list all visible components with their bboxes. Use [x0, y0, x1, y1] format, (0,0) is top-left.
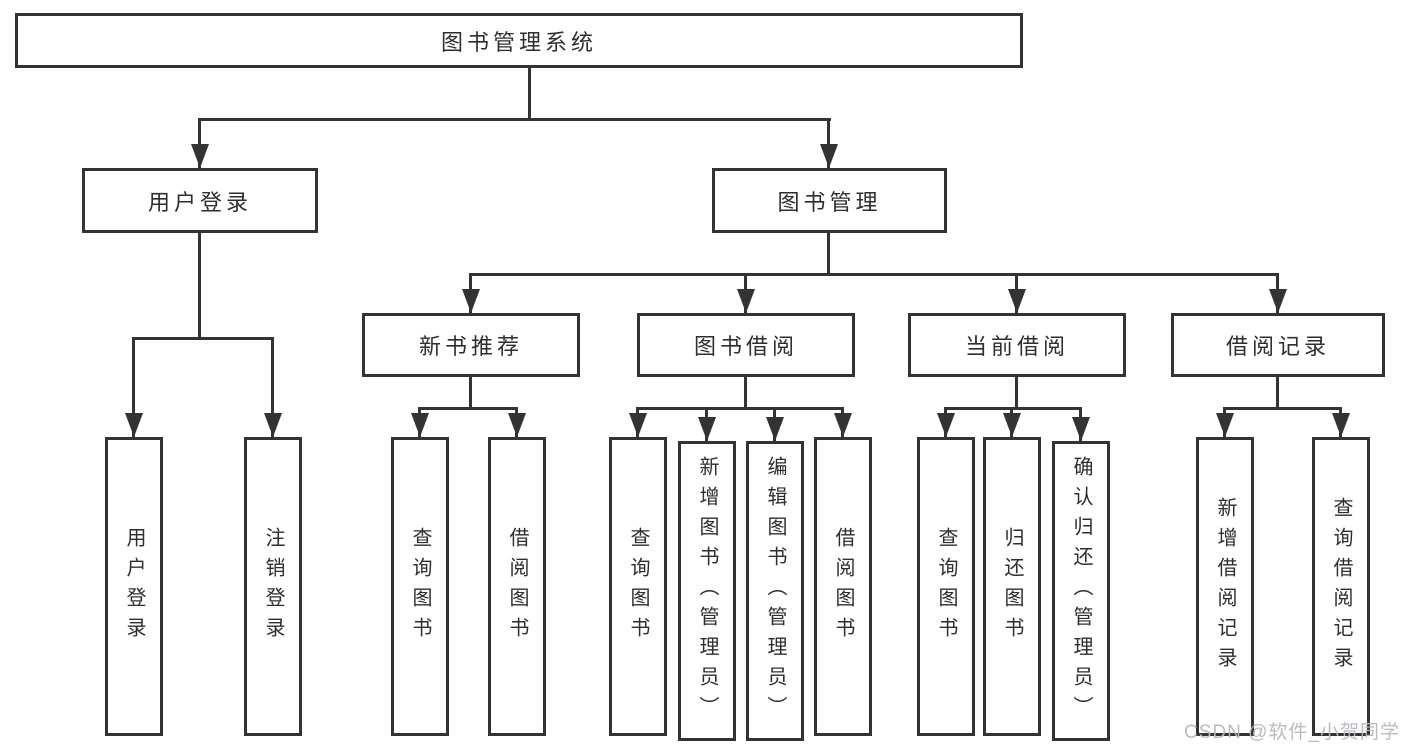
arrowhead-icon — [508, 413, 526, 437]
leaf-borrow-books-recommend-label: 借阅图书 — [506, 526, 528, 647]
connector-borrow-records-branch — [1223, 407, 1342, 410]
node-book-management: 图书管理 — [712, 168, 947, 233]
leaf-borrow-books-borrow: 借阅图书 — [814, 437, 872, 736]
leaf-borrow-books-borrow-label: 借阅图书 — [832, 526, 854, 647]
connector-user-login-trunk — [198, 233, 201, 340]
node-book-borrow-label: 图书借阅 — [693, 334, 798, 359]
arrowhead-icon — [834, 413, 852, 437]
connector-leg-book-management — [827, 118, 830, 169]
arrowhead-icon — [411, 413, 429, 437]
connector-leg-user-login — [198, 118, 201, 169]
leaf-query-books-current: 查询图书 — [917, 437, 975, 736]
leaf-logout-label: 注销登录 — [262, 526, 284, 647]
leaf-query-books-recommend-label: 查询图书 — [409, 526, 431, 647]
node-new-book-recommend-label: 新书推荐 — [418, 334, 523, 359]
arrowhead-icon — [1216, 413, 1234, 437]
leaf-add-borrow-record: 新增借阅记录 — [1196, 437, 1254, 736]
leaf-query-borrow-record-label: 查询借阅记录 — [1330, 496, 1352, 677]
node-root-label: 图书管理系统 — [440, 29, 597, 55]
connector-current-borrow-branch — [944, 407, 1082, 410]
leaf-user-login-label: 用户登录 — [123, 526, 145, 647]
arrowhead-icon — [937, 413, 955, 437]
connector-level3-branch — [469, 273, 1279, 276]
leaf-confirm-return-admin: 确认归还（管理员） — [1052, 441, 1110, 741]
leaf-return-book-label: 归还图书 — [1001, 526, 1023, 647]
leaf-return-book: 归还图书 — [983, 437, 1041, 736]
leaf-query-books-current-label: 查询图书 — [935, 526, 957, 647]
arrowhead-icon — [820, 144, 838, 168]
leaf-borrow-books-recommend: 借阅图书 — [488, 437, 546, 736]
arrowhead-icon — [766, 417, 784, 441]
arrowhead-icon — [191, 144, 209, 168]
node-borrow-records-label: 借阅记录 — [1225, 334, 1330, 359]
node-user-login: 用户登录 — [82, 168, 318, 233]
arrowhead-icon — [1332, 413, 1350, 437]
leaf-query-books-borrow: 查询图书 — [609, 437, 667, 736]
connector-book-borrow-branch — [636, 407, 844, 410]
leaf-confirm-return-admin-label: 确认归还（管理员） — [1070, 456, 1092, 726]
connector-new-book-recommend-branch — [418, 407, 518, 410]
connector-current-borrow-trunk — [1015, 377, 1018, 410]
leaf-logout: 注销登录 — [244, 437, 302, 736]
connector-borrow-records-trunk — [1276, 377, 1279, 410]
node-new-book-recommend: 新书推荐 — [362, 313, 580, 377]
node-current-borrow: 当前借阅 — [908, 313, 1126, 377]
node-book-management-label: 图书管理 — [777, 189, 882, 215]
arrowhead-icon — [698, 417, 716, 441]
leaf-query-books-recommend: 查询图书 — [391, 437, 449, 736]
leaf-add-book-admin: 新增图书（管理员） — [678, 441, 736, 741]
connector-leg-leaf — [132, 337, 135, 437]
arrowhead-icon — [264, 413, 282, 437]
arrowhead-icon — [737, 289, 755, 313]
connector-user-login-branch — [132, 337, 274, 340]
node-current-borrow-label: 当前借阅 — [964, 334, 1069, 359]
node-user-login-label: 用户登录 — [147, 189, 252, 215]
node-root: 图书管理系统 — [15, 13, 1023, 68]
connector-leg-leaf — [271, 337, 274, 437]
connector-root-trunk — [528, 68, 531, 121]
csdn-watermark: CSDN @软件_小贺同学 — [1184, 722, 1400, 743]
leaf-edit-book-admin-label: 编辑图书（管理员） — [764, 456, 786, 726]
arrowhead-icon — [462, 289, 480, 313]
leaf-user-login: 用户登录 — [105, 437, 163, 736]
arrowhead-icon — [125, 413, 143, 437]
leaf-add-book-admin-label: 新增图书（管理员） — [696, 456, 718, 726]
connector-book-borrow-trunk — [744, 377, 747, 410]
node-book-borrow: 图书借阅 — [637, 313, 855, 377]
arrowhead-icon — [1008, 289, 1026, 313]
connector-root-branch — [199, 118, 831, 121]
node-borrow-records: 借阅记录 — [1171, 313, 1385, 377]
arrowhead-icon — [629, 413, 647, 437]
leaf-add-borrow-record-label: 新增借阅记录 — [1214, 496, 1236, 677]
arrowhead-icon — [1269, 289, 1287, 313]
leaf-edit-book-admin: 编辑图书（管理员） — [746, 441, 804, 741]
arrowhead-icon — [1003, 413, 1021, 437]
connector-book-management-trunk — [827, 233, 830, 276]
leaf-query-borrow-record: 查询借阅记录 — [1312, 437, 1370, 736]
leaf-query-books-borrow-label: 查询图书 — [627, 526, 649, 647]
connector-new-book-recommend-trunk — [469, 377, 472, 410]
arrowhead-icon — [1072, 417, 1090, 441]
